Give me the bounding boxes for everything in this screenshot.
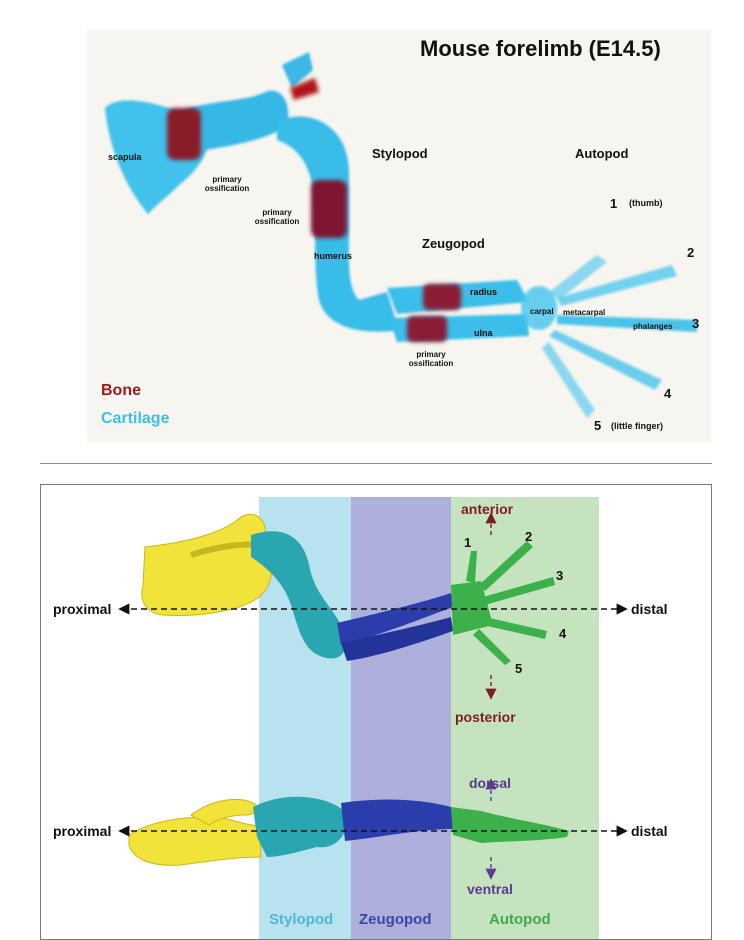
digit-1-label: 1 (610, 196, 618, 211)
distal-label-upper: distal (631, 601, 668, 617)
dorsal-label: dorsal (469, 775, 512, 791)
ulna-label: ulna (474, 328, 493, 338)
primary-ossification-label: primary ossification (254, 208, 300, 226)
stained-forelimb-panel: Mouse forelimb (E14.5) scapula primary o… (87, 30, 711, 442)
segmented-forelimb-panel: proximal distal anterior posterior 1 2 3… (40, 484, 712, 940)
zeugopod-region-label: Zeugopod (359, 911, 432, 928)
digit-4-label: 4 (559, 626, 567, 641)
stylopod-region-label: Stylopod (269, 911, 334, 928)
carpal-label: carpal (530, 307, 554, 316)
legend-cartilage: Cartilage (101, 410, 170, 427)
digit-5-label: 5 (515, 661, 523, 676)
proximal-label-upper: proximal (53, 601, 112, 617)
digit-5-note: (little finger) (611, 421, 663, 431)
legend-bone: Bone (101, 382, 141, 399)
digit-3-label: 3 (556, 568, 564, 583)
metacarpal-label: metacarpal (563, 308, 606, 317)
humerus-label: humerus (314, 251, 353, 261)
radius-label: radius (470, 287, 498, 297)
proximal-label-lower: proximal (53, 823, 112, 839)
phalanges-label: phalanges (633, 322, 673, 331)
stylopod-label: Stylopod (372, 146, 428, 161)
digit-5-label: 5 (594, 418, 602, 433)
primary-ossification-label: primary ossification (408, 350, 454, 368)
bone-ossification-centers (167, 78, 461, 342)
cartilage-skeleton (105, 52, 697, 418)
autopod-region-label: Autopod (489, 911, 551, 928)
zeugopod-region-band (351, 497, 451, 939)
digit-2-label: 2 (525, 529, 533, 544)
digit-1-note: (thumb) (629, 198, 663, 208)
stained-forelimb-illustration (105, 52, 697, 418)
ventral-label: ventral (467, 881, 513, 897)
panel-divider (40, 463, 712, 464)
zeugopod-label: Zeugopod (422, 236, 485, 251)
anterior-label: anterior (461, 501, 514, 517)
primary-ossification-label: primary ossification (204, 175, 250, 193)
scapula-label: scapula (108, 152, 142, 162)
panel-title: Mouse forelimb (E14.5) (420, 36, 661, 61)
digit-4-label: 4 (664, 386, 672, 401)
distal-label-lower: distal (631, 823, 668, 839)
digit-1-label: 1 (464, 535, 472, 550)
posterior-label: posterior (455, 709, 516, 725)
digit-2-label: 2 (687, 245, 695, 260)
digit-3-label: 3 (692, 316, 700, 331)
autopod-label: Autopod (575, 146, 629, 161)
segmented-forelimb-illustration (118, 497, 628, 939)
